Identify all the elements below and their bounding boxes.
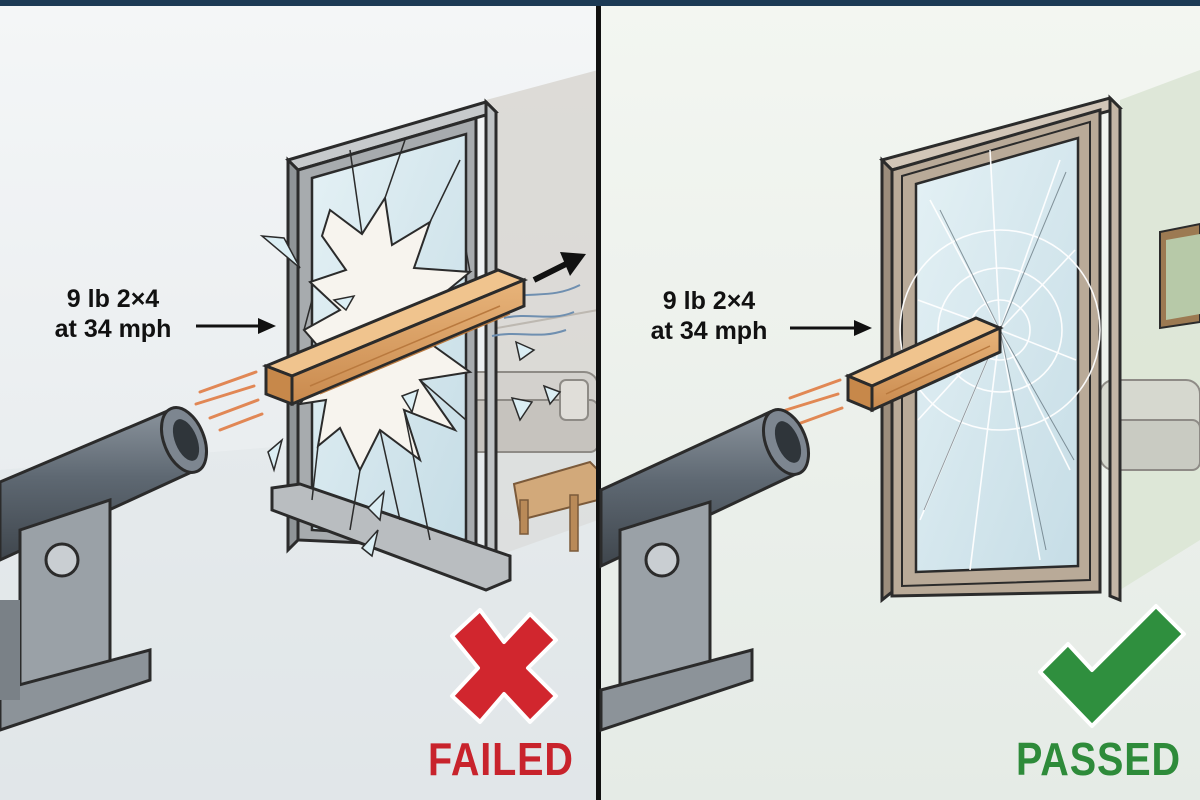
projectile-label-failed: 9 lb 2×4 at 34 mph [28, 284, 198, 344]
sofa-right [1099, 379, 1200, 471]
projectile-speed-passed: at 34 mph [650, 317, 768, 345]
panel-divider [596, 6, 601, 800]
check-mark-icon [1038, 604, 1186, 728]
projectile-weight-failed: 9 lb 2×4 [66, 285, 160, 313]
label-arrow-right [790, 320, 872, 336]
projectile-label-passed: 9 lb 2×4 at 34 mph [624, 286, 794, 346]
result-passed: PASSED [1016, 733, 1181, 785]
failed-panel [0, 6, 599, 800]
speed-streaks-right [784, 378, 844, 426]
result-failed: FAILED [428, 733, 574, 785]
motion-arrow-icon [532, 252, 586, 283]
cannon-left [0, 406, 208, 732]
x-mark-icon [450, 608, 558, 724]
wall-painting [1159, 222, 1200, 330]
cracks-failed [303, 139, 471, 541]
speed-streaks-left [194, 370, 264, 432]
cannon-right [599, 408, 810, 733]
projectile-weight-passed: 9 lb 2×4 [662, 287, 756, 315]
lumber-2x4-failed [261, 268, 529, 407]
glass-shards [259, 235, 562, 558]
passed-panel [599, 6, 1200, 800]
label-arrow-left [196, 318, 276, 334]
top-bar [0, 0, 1200, 6]
projectile-speed-failed: at 34 mph [54, 315, 172, 343]
lumber-2x4-passed [844, 316, 1004, 413]
